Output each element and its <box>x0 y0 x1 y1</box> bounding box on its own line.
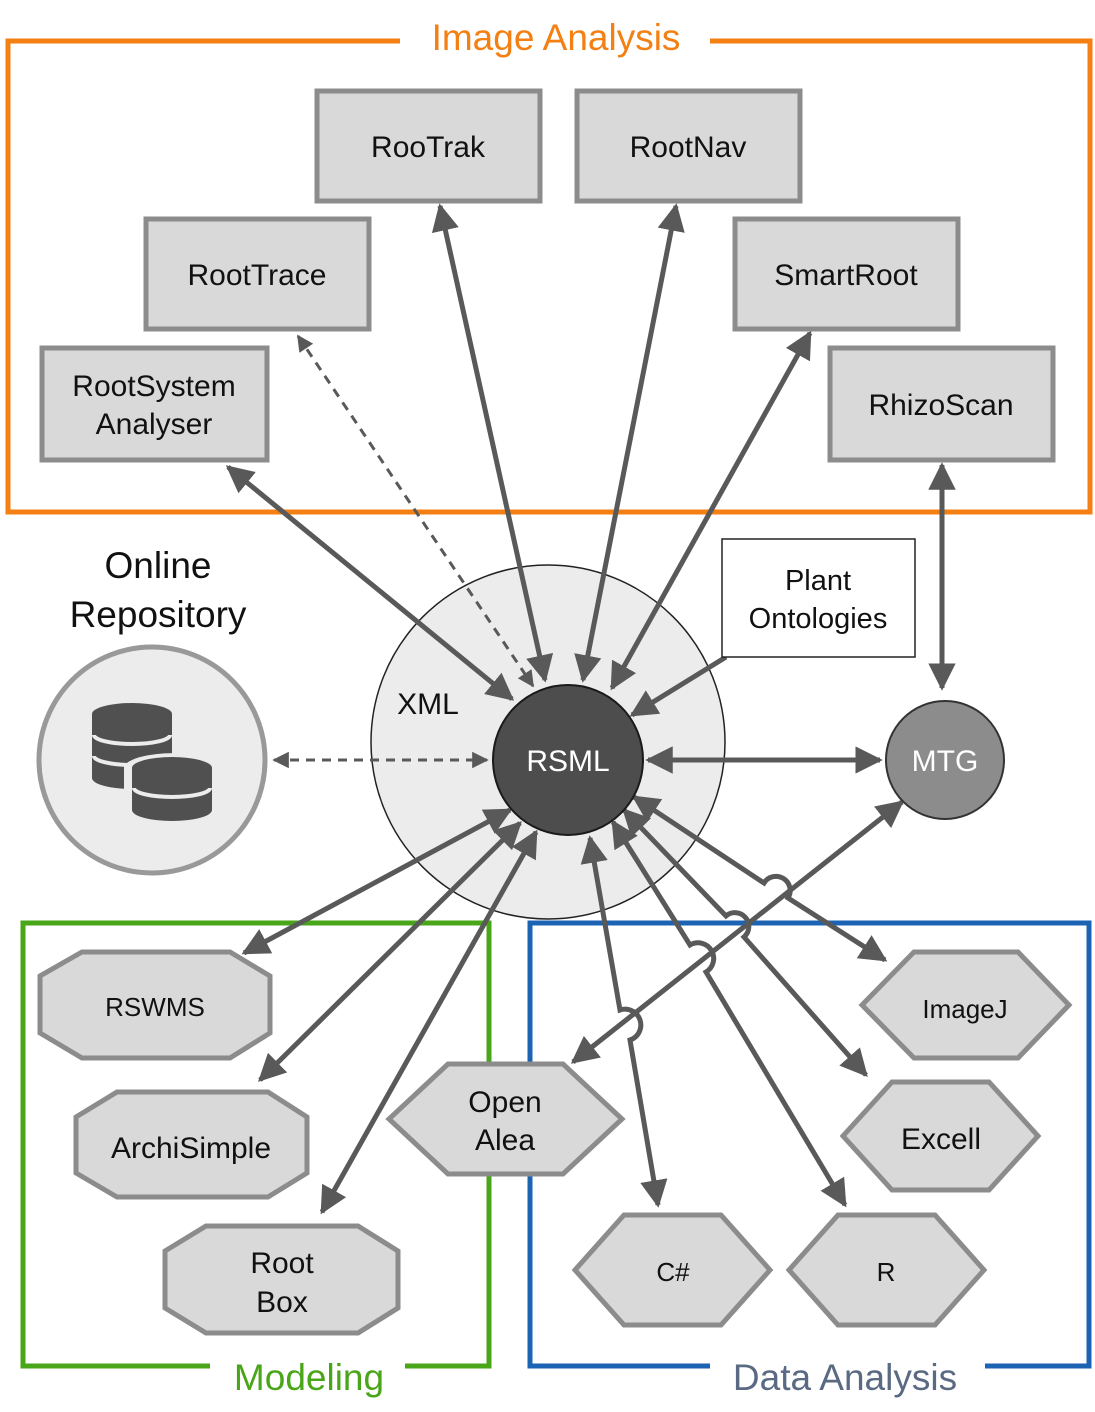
excell-label: Excell <box>901 1123 981 1156</box>
connectors <box>225 203 956 1215</box>
online-repository[interactable]: Online Repository <box>36 545 268 876</box>
r-label: R <box>877 1257 896 1287</box>
database-icon <box>92 703 222 825</box>
node-rootbox[interactable]: Root Box <box>162 1223 401 1336</box>
plant-ontologies-line2: Ontologies <box>749 603 888 635</box>
node-rootnav[interactable]: RootNav <box>574 88 803 204</box>
mtg-label: MTG <box>912 745 979 778</box>
rhizoscan-label: RhizoScan <box>868 389 1013 422</box>
rootrak-label: RooTrak <box>371 131 486 164</box>
repository-title-line1: Online <box>105 545 212 586</box>
node-openalea[interactable]: Open Alea <box>385 1061 626 1177</box>
node-rootrak[interactable]: RooTrak <box>314 88 543 204</box>
roottrace-label: RootTrace <box>188 259 327 292</box>
connector-smartroot-rsml <box>609 330 813 691</box>
plant-ontologies-node[interactable]: Plant Ontologies <box>721 538 916 658</box>
imagej-label: ImageJ <box>922 994 1007 1024</box>
rootnav-label: RootNav <box>630 131 747 164</box>
xml-label: XML <box>397 688 459 721</box>
csharp-label: C# <box>656 1257 690 1287</box>
connector-rootrak-rsml <box>431 203 554 683</box>
smartroot-label: SmartRoot <box>774 259 918 292</box>
modeling-title: Modeling <box>234 1357 384 1398</box>
connector-ontologies-rsml <box>629 654 728 718</box>
openalea-label-line2: Alea <box>475 1124 535 1157</box>
node-excell[interactable]: Excell <box>839 1079 1042 1193</box>
node-roottrace[interactable]: RootTrace <box>143 216 372 332</box>
node-smartroot[interactable]: SmartRoot <box>732 216 961 332</box>
rsml-node[interactable]: RSML <box>492 684 644 836</box>
node-csharp[interactable]: C# <box>571 1212 774 1328</box>
node-imagej[interactable]: ImageJ <box>858 949 1073 1061</box>
plant-ontologies-line1: Plant <box>785 565 851 597</box>
rootbox-label-line2: Box <box>256 1286 308 1319</box>
connector-rsml-rootbox <box>319 829 539 1215</box>
node-rswms[interactable]: RSWMS <box>37 949 273 1061</box>
node-rhizoscan[interactable]: RhizoScan <box>827 345 1056 463</box>
connector-roottrace-rsml <box>296 334 535 688</box>
rswms-label: RSWMS <box>105 992 205 1022</box>
rootsystem-label-line1: RootSystem <box>72 370 235 403</box>
repository-title-line2: Repository <box>70 594 247 635</box>
image-analysis-title: Image Analysis <box>432 17 681 58</box>
node-r[interactable]: R <box>785 1212 988 1328</box>
node-archisimple[interactable]: ArchiSimple <box>73 1089 310 1200</box>
rsml-label: RSML <box>526 745 609 778</box>
node-rootsystem-analyser[interactable]: RootSystem Analyser <box>39 345 270 463</box>
openalea-label-line1: Open <box>468 1086 541 1119</box>
connector-rsml-imagej <box>631 794 888 963</box>
mtg-node[interactable]: MTG <box>885 700 1005 820</box>
data-analysis-title: Data Analysis <box>733 1357 957 1398</box>
archisimple-label: ArchiSimple <box>111 1132 271 1165</box>
rootsystem-label-line2: Analyser <box>96 408 213 441</box>
connector-mtg-openalea <box>570 800 905 1064</box>
connector-rsml-archisimple <box>258 821 522 1082</box>
rootbox-label-line1: Root <box>250 1247 314 1280</box>
